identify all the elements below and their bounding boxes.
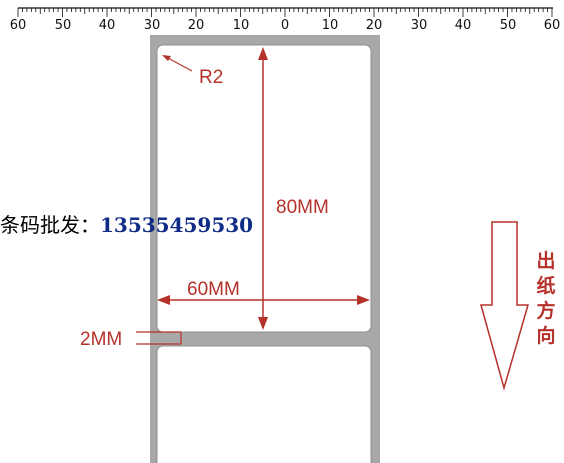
feed-direction-char: 向 xyxy=(536,324,555,347)
ruler-label: 10 xyxy=(322,18,339,33)
ruler-label: 30 xyxy=(144,18,161,33)
height-label: 80MM xyxy=(276,197,329,218)
ruler-labels: 60 50 40 30 20 10 0 10 20 30 40 50 60 xyxy=(10,18,561,33)
ruler: 60 50 40 30 20 10 0 10 20 30 40 50 60 xyxy=(10,7,561,33)
feed-direction: 出 纸 方 向 xyxy=(480,221,556,391)
feed-direction-char: 纸 xyxy=(536,274,555,297)
contact-phone-number: 13535459530 xyxy=(100,213,254,237)
ruler-label: 30 xyxy=(411,18,428,33)
feed-direction-char: 方 xyxy=(536,299,555,322)
height-arrow-top xyxy=(258,47,268,60)
ruler-label: 0 xyxy=(281,18,289,33)
corner-radius-arrowhead xyxy=(162,55,171,61)
corner-radius-label: R2 xyxy=(199,67,223,88)
ruler-label: 60 xyxy=(10,18,27,33)
height-arrow-bottom xyxy=(258,317,268,330)
ruler-label: 60 xyxy=(544,18,561,33)
contact-label: 条码批发： xyxy=(0,213,100,237)
ruler-label: 20 xyxy=(366,18,383,33)
label-roll xyxy=(150,35,380,463)
ruler-label: 40 xyxy=(455,18,472,33)
dimension-annotations: R2 80MM 60MM 2MM xyxy=(80,47,370,350)
ruler-label: 50 xyxy=(55,18,72,33)
width-arrow-left xyxy=(157,295,170,305)
width-label: 60MM xyxy=(187,279,240,300)
ruler-label: 20 xyxy=(188,18,205,33)
feed-direction-char: 出 xyxy=(536,249,555,272)
ruler-label: 50 xyxy=(500,18,517,33)
corner-radius-pointer xyxy=(165,56,193,72)
feed-direction-arrow xyxy=(480,221,529,391)
gap-label: 2MM xyxy=(80,329,122,350)
ruler-ticks xyxy=(17,8,553,17)
width-arrow-right xyxy=(357,295,370,305)
ruler-label: 40 xyxy=(99,18,116,33)
label-top xyxy=(156,44,372,333)
label-bottom xyxy=(156,345,372,463)
contact-watermark: 条码批发：13535459530 xyxy=(0,209,253,238)
ruler-label: 10 xyxy=(233,18,250,33)
